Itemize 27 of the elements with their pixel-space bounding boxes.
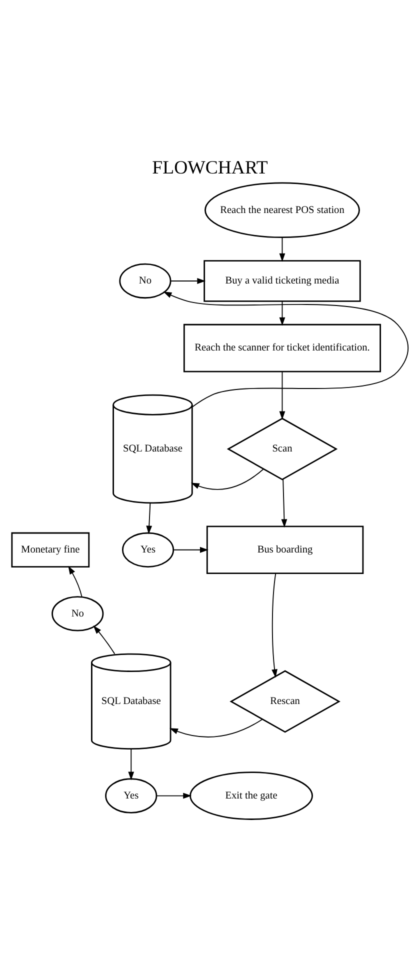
- arrow: [146, 502, 152, 534]
- diagram-title: FLOWCHART: [152, 157, 268, 178]
- arrow: [93, 625, 116, 654]
- node-box: Bus boarding: [206, 525, 364, 574]
- arrow: [279, 236, 286, 262]
- arrow: [172, 546, 208, 552]
- arrow: [170, 278, 206, 284]
- node-ellipse: Yes: [105, 778, 158, 813]
- arrow: [190, 468, 264, 490]
- arrow: [68, 565, 82, 597]
- node-diamond: Scan: [226, 417, 338, 480]
- node-ellipse: No: [52, 596, 104, 631]
- arrow: [163, 291, 409, 407]
- arrow: [128, 748, 134, 780]
- node-diamond: Rescan: [230, 670, 340, 732]
- node-box: Buy a valid ticketing media: [204, 260, 361, 302]
- arrow: [272, 572, 278, 678]
- node-ellipse: Yes: [122, 532, 174, 567]
- node-box: Monetary fine: [11, 532, 90, 567]
- arrow: [279, 300, 286, 326]
- node-ellipse: Exit the gate: [190, 771, 313, 820]
- node-ellipse: Reach the nearest POS station: [204, 182, 360, 238]
- arrow: [279, 370, 286, 420]
- node-box: Reach the scanner for ticket identification.: [183, 323, 382, 372]
- arrow: [156, 792, 192, 798]
- arrow: [281, 478, 288, 528]
- arrow: [170, 718, 263, 737]
